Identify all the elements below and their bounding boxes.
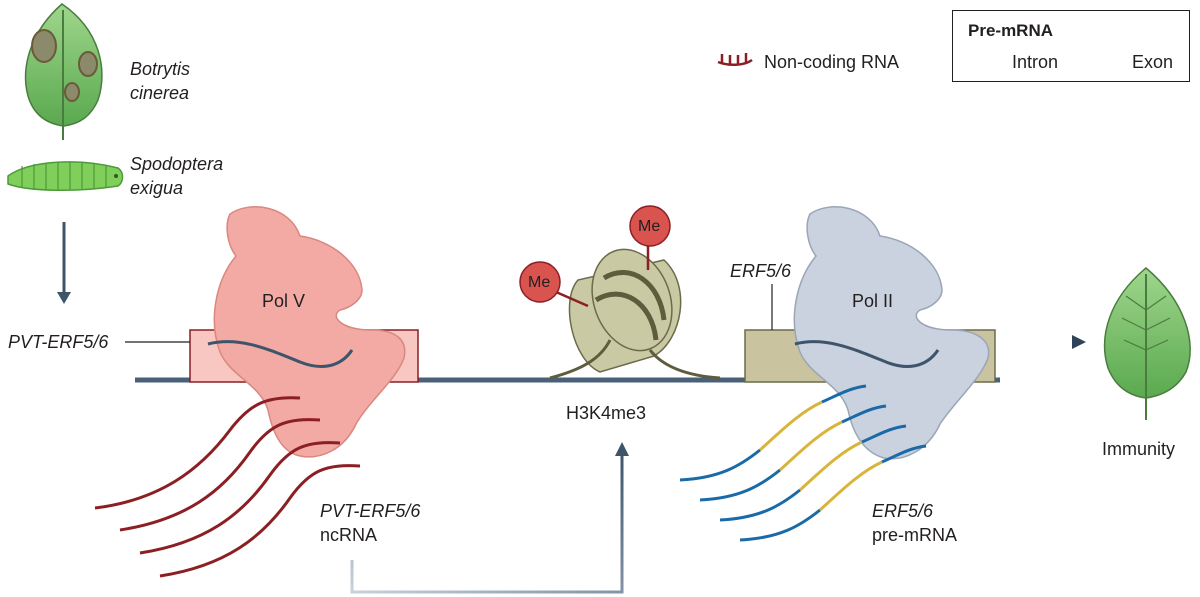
pol-v-label: Pol V (262, 291, 306, 311)
premrna-strands (679, 384, 927, 542)
methyl-mark-2 (629, 205, 671, 247)
premrna-label-line1: ERF5/6 (872, 501, 934, 521)
caterpillar-icon (7, 161, 124, 192)
pol-ii-template-strand (794, 340, 940, 368)
insect-label-line2: exigua (130, 178, 184, 198)
feedback-arrow-head (615, 442, 629, 456)
pvt-locus-label: PVT-ERF5/6 (8, 332, 109, 352)
premrna-label-line2: pre-mRNA (872, 525, 958, 545)
legend-box (952, 10, 1190, 82)
ncrna-label-line1: PVT-ERF5/6 (320, 501, 421, 521)
methyl-linker-1 (555, 290, 589, 308)
feedback-arrow (350, 452, 624, 594)
legend-noncoding-label: Non-coding RNA (764, 52, 900, 72)
legend-intron-label: Intron (1012, 52, 1059, 72)
pol-v-enzyme (213, 206, 406, 458)
erf-locus-label: ERF5/6 (730, 261, 792, 281)
immunity-label: Immunity (1102, 439, 1176, 459)
pol-ii-enzyme (793, 206, 990, 460)
methyl-mark-1 (519, 261, 561, 303)
pol-ii-label: Pol II (852, 291, 894, 311)
methyl-label-1: Me (528, 274, 551, 291)
pol-v-template-strand (207, 340, 354, 368)
nucleosome (549, 248, 721, 380)
noncoding-rna-legend-icon (717, 53, 753, 66)
ncrna-strands (94, 396, 361, 578)
right-arrow-head (1072, 335, 1086, 349)
pathogen-label-line1: Botrytis (130, 59, 191, 79)
pathogen-label-line2: cinerea (130, 83, 190, 103)
insect-label-line1: Spodoptera (130, 154, 224, 174)
h3k4me3-label: H3K4me3 (566, 403, 647, 423)
healthy-leaf-icon (1103, 267, 1191, 420)
ncrna-label-line2: ncRNA (320, 525, 378, 545)
methyl-label-2: Me (638, 218, 661, 235)
legend-exon-label: Exon (1132, 52, 1174, 72)
down-arrow-head (57, 292, 71, 304)
diseased-leaf-icon (24, 3, 103, 140)
legend-title: Pre-mRNA (968, 21, 1054, 40)
